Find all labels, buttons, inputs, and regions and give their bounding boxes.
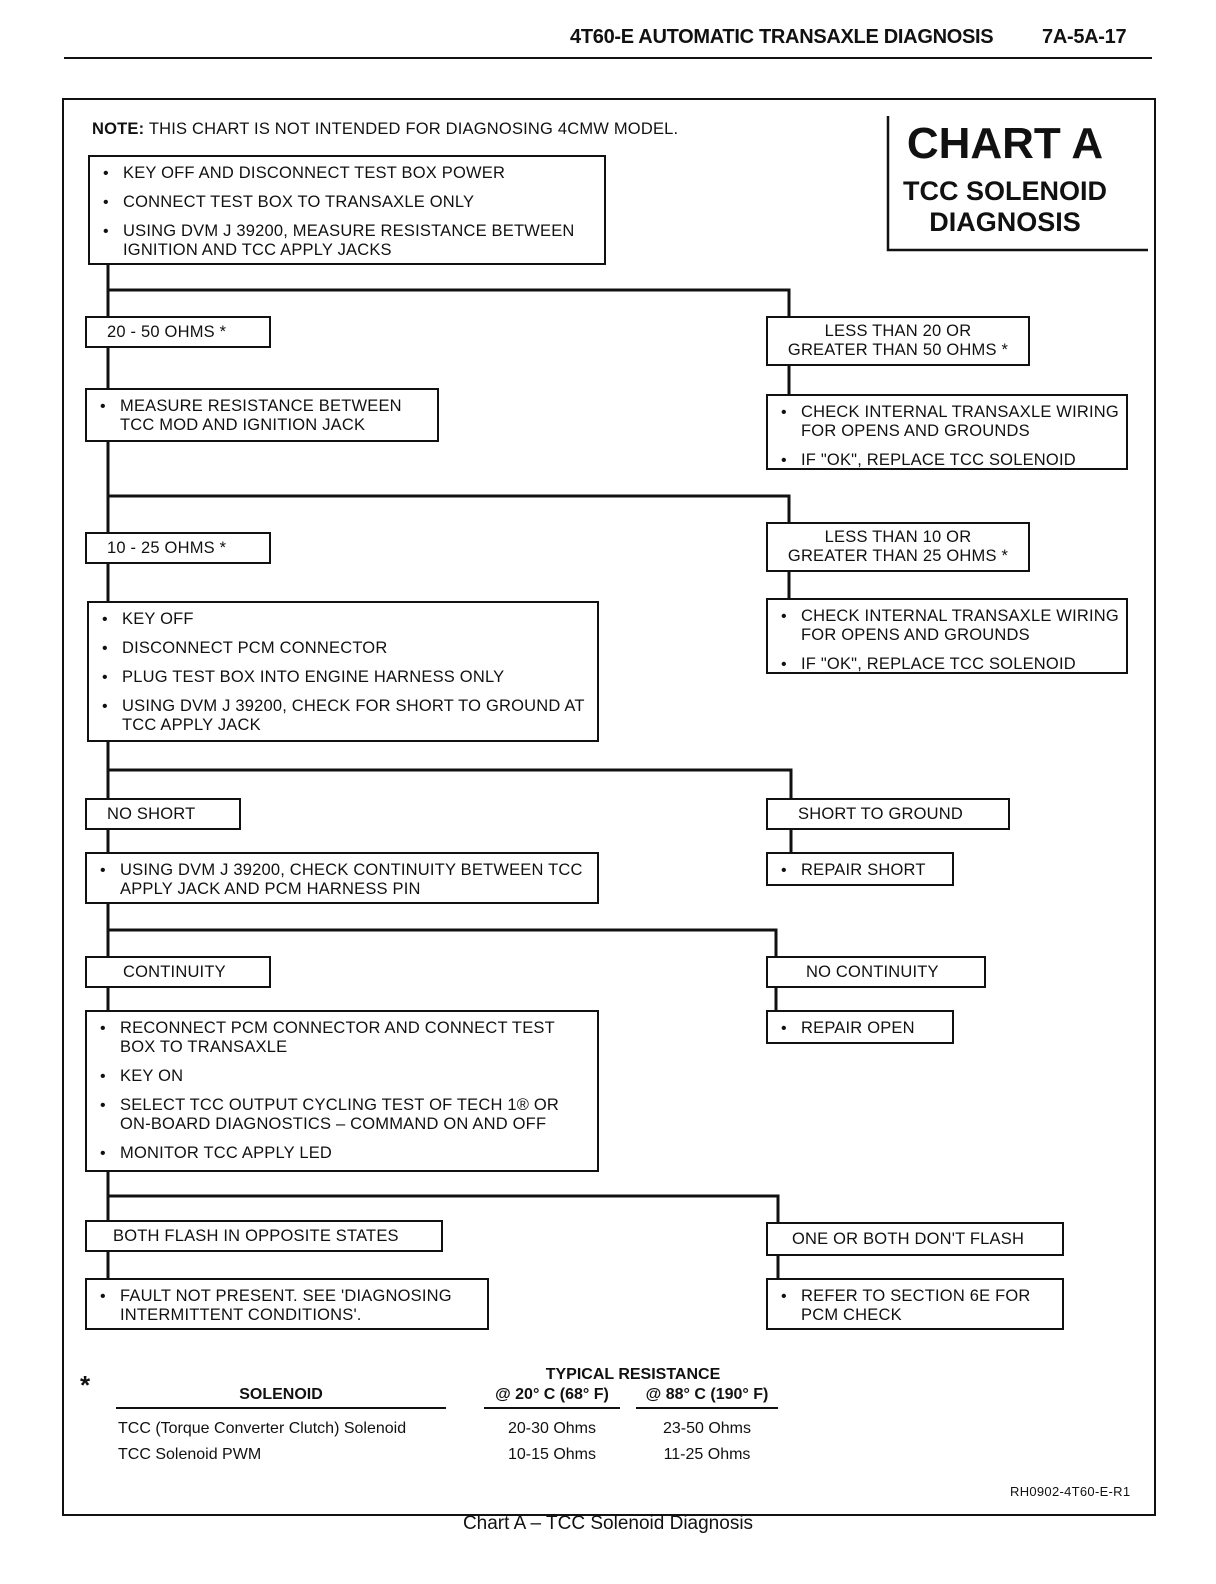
step-6-right-box: REFER TO SECTION 6E FOR PCM CHECK	[766, 1278, 1064, 1330]
step-3-left-box: KEY OFF DISCONNECT PCM CONNECTOR PLUG TE…	[87, 601, 599, 742]
page-number: 7A-5A-17	[1042, 26, 1127, 48]
step-item: CONNECT TEST BOX TO TRANSAXLE ONLY	[102, 193, 598, 212]
step-item: REFER TO SECTION 6E FOR PCM CHECK	[780, 1287, 1056, 1325]
chart-subtitle-2: DIAGNOSIS	[929, 207, 1081, 237]
step-3-right-box: CHECK INTERNAL TRANSAXLE WIRING FOR OPEN…	[766, 598, 1128, 674]
table-row-1-name: TCC (Torque Converter Clutch) Solenoid	[118, 1420, 407, 1437]
result-both-flash: BOTH FLASH IN OPPOSITE STATES	[85, 1220, 443, 1252]
step-item: PLUG TEST BOX INTO ENGINE HARNESS ONLY	[101, 668, 591, 687]
page-header-title: 4T60-E AUTOMATIC TRANSAXLE DIAGNOSIS	[570, 26, 994, 48]
step-item: USING DVM J 39200, CHECK FOR SHORT TO GR…	[101, 697, 591, 735]
table-col-solenoid: SOLENOID	[116, 1386, 446, 1409]
result-no-short: NO SHORT	[85, 798, 241, 830]
table-row-2-r20: 10-15 Ohms	[507, 1446, 597, 1463]
reference-code: RH0902-4T60-E-R1	[1010, 1484, 1131, 1499]
note-text: THIS CHART IS NOT INTENDED FOR DIAGNOSIN…	[148, 120, 679, 138]
step-5-left-box: RECONNECT PCM CONNECTOR AND CONNECT TEST…	[85, 1010, 599, 1172]
result-line: LESS THAN 20 OR	[824, 322, 972, 340]
table-row-2-name: TCC Solenoid PWM	[118, 1446, 262, 1463]
step-item: REPAIR OPEN	[780, 1019, 946, 1038]
step-6-left-box: FAULT NOT PRESENT. SEE 'DIAGNOSING INTER…	[85, 1278, 489, 1330]
result-out-of-range-20-50: LESS THAN 20 OR GREATER THAN 50 OHMS *	[766, 316, 1030, 366]
step-1-box: KEY OFF AND DISCONNECT TEST BOX POWER CO…	[88, 155, 606, 265]
result-no-continuity: NO CONTINUITY	[766, 956, 986, 988]
result-20-50-ohms: 20 - 50 OHMS *	[85, 316, 271, 348]
figure-caption: Chart A – TCC Solenoid Diagnosis	[462, 1513, 754, 1534]
step-item: KEY OFF AND DISCONNECT TEST BOX POWER	[102, 164, 598, 183]
chart-frame	[62, 98, 1156, 1516]
step-item: SELECT TCC OUTPUT CYCLING TEST OF TECH 1…	[99, 1096, 591, 1134]
table-asterisk: *	[80, 1370, 91, 1400]
step-item: IF "OK", REPLACE TCC SOLENOID	[780, 451, 1120, 470]
result-short-to-ground: SHORT TO GROUND	[766, 798, 1010, 830]
step-4-left-box: USING DVM J 39200, CHECK CONTINUITY BETW…	[85, 852, 599, 904]
table-row-1-r88: 23-50 Ohms	[662, 1420, 752, 1437]
step-item: CHECK INTERNAL TRANSAXLE WIRING FOR OPEN…	[780, 607, 1120, 645]
result-dont-flash: ONE OR BOTH DON'T FLASH	[766, 1222, 1064, 1256]
chart-title: CHART A	[906, 119, 1104, 168]
step-item: RECONNECT PCM CONNECTOR AND CONNECT TEST…	[99, 1019, 591, 1057]
step-item: MEASURE RESISTANCE BETWEEN TCC MOD AND I…	[99, 397, 431, 435]
result-10-25-ohms: 10 - 25 OHMS *	[85, 532, 271, 564]
title-block-border	[886, 116, 1148, 252]
step-item: DISCONNECT PCM CONNECTOR	[101, 639, 591, 658]
step-4-right-box: REPAIR SHORT	[766, 852, 954, 886]
result-continuity: CONTINUITY	[85, 956, 271, 988]
step-item: REPAIR SHORT	[780, 861, 946, 880]
step-5-right-box: REPAIR OPEN	[766, 1010, 954, 1044]
table-heading: TYPICAL RESISTANCE	[545, 1366, 721, 1383]
step-2-left-box: MEASURE RESISTANCE BETWEEN TCC MOD AND I…	[85, 388, 439, 442]
result-line: GREATER THAN 50 OHMS *	[787, 341, 1009, 359]
step-item: USING DVM J 39200, CHECK CONTINUITY BETW…	[99, 861, 591, 899]
step-item: IF "OK", REPLACE TCC SOLENOID	[780, 655, 1120, 674]
result-out-of-range-10-25: LESS THAN 10 OR GREATER THAN 25 OHMS *	[766, 522, 1030, 572]
chart-subtitle-1: TCC SOLENOID	[902, 176, 1107, 206]
header-rule	[64, 57, 1152, 59]
note: NOTE: THIS CHART IS NOT INTENDED FOR DIA…	[92, 120, 678, 139]
step-item: USING DVM J 39200, MEASURE RESISTANCE BE…	[102, 222, 598, 260]
table-col-20c: @ 20° C (68° F)	[484, 1386, 620, 1409]
step-item: FAULT NOT PRESENT. SEE 'DIAGNOSING INTER…	[99, 1287, 481, 1325]
step-item: KEY ON	[99, 1067, 591, 1086]
step-item: KEY OFF	[101, 610, 591, 629]
result-line: LESS THAN 10 OR	[824, 528, 972, 546]
table-row-2-r88: 11-25 Ohms	[663, 1446, 751, 1463]
step-item: CHECK INTERNAL TRANSAXLE WIRING FOR OPEN…	[780, 403, 1120, 441]
step-2-right-box: CHECK INTERNAL TRANSAXLE WIRING FOR OPEN…	[766, 394, 1128, 470]
result-line: GREATER THAN 25 OHMS *	[787, 547, 1009, 565]
note-label: NOTE:	[92, 120, 145, 138]
table-col-88c: @ 88° C (190° F)	[636, 1386, 778, 1409]
table-row-1-r20: 20-30 Ohms	[507, 1420, 597, 1437]
step-item: MONITOR TCC APPLY LED	[99, 1144, 591, 1163]
